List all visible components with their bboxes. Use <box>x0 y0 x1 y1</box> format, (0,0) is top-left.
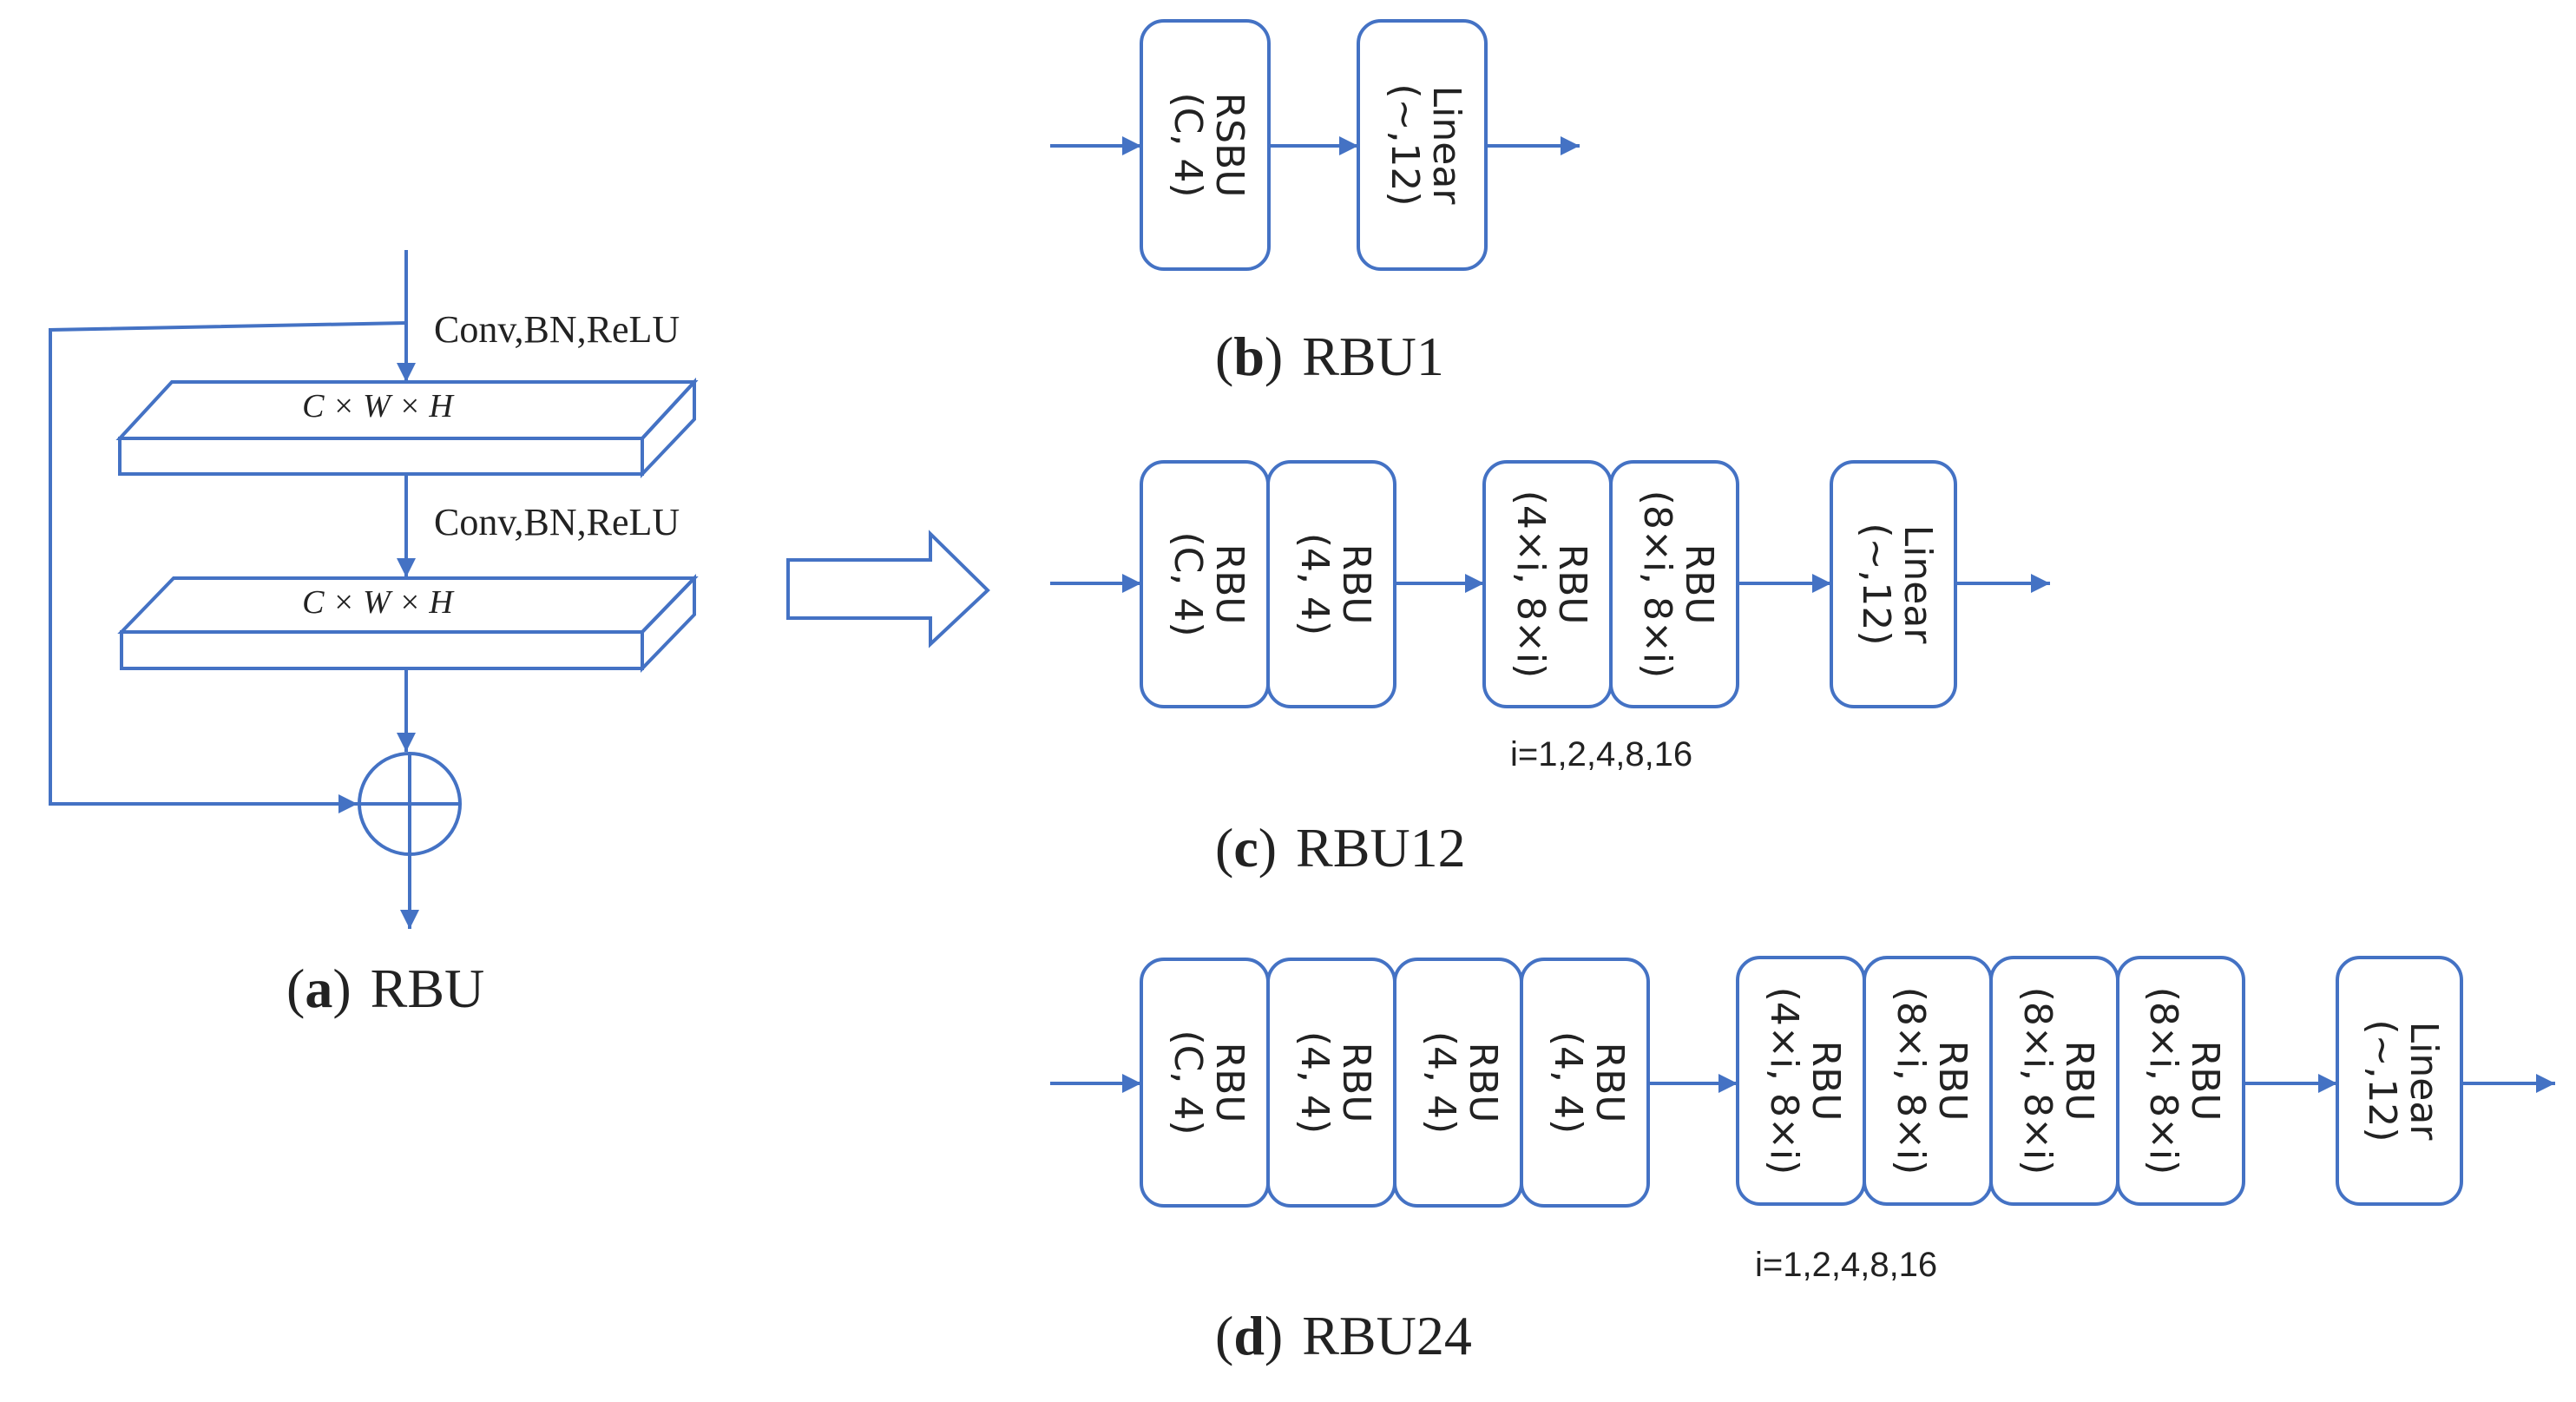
rbu1-panel: RSBU (C, 4) Linear (~,12) (b)RBU1 <box>1050 19 1580 387</box>
rbu-conv-label-mid: Conv,BN,ReLU <box>434 501 680 543</box>
plus-circle-icon <box>358 752 462 856</box>
svg-text:Linear: Linear <box>1424 86 1469 206</box>
rbu-layer-top-label: C × W × H <box>302 388 455 425</box>
rbu-layer-top-slab <box>115 377 699 478</box>
svg-text:RBU: RBU <box>1207 544 1252 625</box>
rbu12-block-4: Linear (~,12) <box>1830 460 1957 708</box>
svg-text:RBU: RBU <box>2183 1041 2227 1122</box>
svg-text:RBU: RBU <box>1587 1043 1632 1123</box>
svg-text:RBU: RBU <box>1461 1043 1505 1123</box>
svg-text:RBU: RBU <box>2057 1041 2101 1122</box>
svg-text:RBU: RBU <box>1334 544 1378 625</box>
svg-text:(C, 4): (C, 4) <box>1166 531 1210 636</box>
svg-text:(8×i, 8×i): (8×i, 8×i) <box>1889 987 1933 1175</box>
svg-text:Linear: Linear <box>1896 525 1940 645</box>
svg-text:(4×i, 8×i): (4×i, 8×i) <box>1508 490 1553 678</box>
rbu24-block-7: RBU (8×i, 8×i) <box>2116 956 2245 1206</box>
svg-text:RSBU: RSBU <box>1207 93 1252 198</box>
svg-text:RBU: RBU <box>1550 544 1594 625</box>
svg-text:(C, 4): (C, 4) <box>1166 92 1210 197</box>
rbu12-block-2: RBU (4×i, 8×i) <box>1482 460 1613 708</box>
rbu12-block-0: RBU (C, 4) <box>1140 460 1270 708</box>
rbu-layer-bottom-label: C × W × H <box>302 584 455 621</box>
svg-text:(4, 4): (4, 4) <box>1292 1031 1337 1134</box>
svg-text:(~,12): (~,12) <box>1383 83 1427 206</box>
rbu24-block-2: RBU (4, 4) <box>1393 958 1523 1208</box>
rbu24-block-0: RBU (C, 4) <box>1140 958 1270 1208</box>
rbu-layer-bottom-slab <box>117 574 699 673</box>
rbu24-block-5: RBU (8×i, 8×i) <box>1863 956 1993 1206</box>
rbu-caption: (a)RBU <box>286 958 484 1019</box>
rbu12-caption: (c)RBU12 <box>1215 817 1466 879</box>
svg-text:RBU: RBU <box>1930 1041 1975 1122</box>
svg-text:(4, 4): (4, 4) <box>1292 533 1337 635</box>
rbu24-block-8: Linear (~,12) <box>2336 956 2463 1206</box>
svg-text:(8×i, 8×i): (8×i, 8×i) <box>1635 490 1679 678</box>
svg-text:RBU: RBU <box>1207 1043 1252 1123</box>
svg-text:(4, 4): (4, 4) <box>1419 1031 1463 1134</box>
svg-text:(C, 4): (C, 4) <box>1166 1030 1210 1135</box>
svg-text:(4, 4): (4, 4) <box>1546 1031 1590 1134</box>
rbu-conv-label-top: Conv,BN,ReLU <box>434 308 680 351</box>
svg-text:RBU: RBU <box>1677 544 1721 625</box>
rbu24-panel: RBU (C, 4) RBU (4, 4) RBU (4, 4) RBU (4,… <box>1050 956 2555 1366</box>
rbu24-note: i=1,2,4,8,16 <box>1755 1246 1937 1284</box>
rbu24-block-1: RBU (4, 4) <box>1266 958 1396 1208</box>
rbu-panel <box>49 250 699 929</box>
svg-text:Linear: Linear <box>2402 1022 2446 1142</box>
rbu12-block-1: RBU (4, 4) <box>1266 460 1396 708</box>
svg-text:(4×i, 8×i): (4×i, 8×i) <box>1762 987 1806 1175</box>
rbu24-block-4: RBU (4×i, 8×i) <box>1736 956 1866 1206</box>
svg-text:(8×i, 8×i): (8×i, 8×i) <box>2141 987 2185 1175</box>
rbu1-caption: (b)RBU1 <box>1215 326 1444 387</box>
svg-text:(~,12): (~,12) <box>2360 1019 2404 1142</box>
rbu12-block-3: RBU (8×i, 8×i) <box>1609 460 1739 708</box>
rbu24-caption: (d)RBU24 <box>1215 1305 1472 1366</box>
rbu12-note: i=1,2,4,8,16 <box>1510 735 1692 773</box>
rbu24-block-3: RBU (4, 4) <box>1520 958 1650 1208</box>
svg-text:(~,12): (~,12) <box>1854 523 1898 645</box>
rbu1-block-0: RSBU (C, 4) <box>1140 19 1271 271</box>
rbu24-block-6: RBU (8×i, 8×i) <box>1989 956 2119 1206</box>
hollow-right-arrow-icon <box>786 530 990 648</box>
rbu-skip-connection <box>49 321 407 813</box>
rbu-labels: Conv,BN,ReLU Conv,BN,ReLU C × W × H C × … <box>286 308 680 1019</box>
svg-text:(8×i, 8×i): (8×i, 8×i) <box>2015 987 2060 1175</box>
svg-text:RBU: RBU <box>1334 1043 1378 1123</box>
rbu1-block-1: Linear (~,12) <box>1357 19 1488 271</box>
svg-text:RBU: RBU <box>1804 1041 1848 1122</box>
rbu12-panel: RBU (C, 4) RBU (4, 4) RBU (4×i, 8×i) RBU… <box>1050 460 2050 879</box>
